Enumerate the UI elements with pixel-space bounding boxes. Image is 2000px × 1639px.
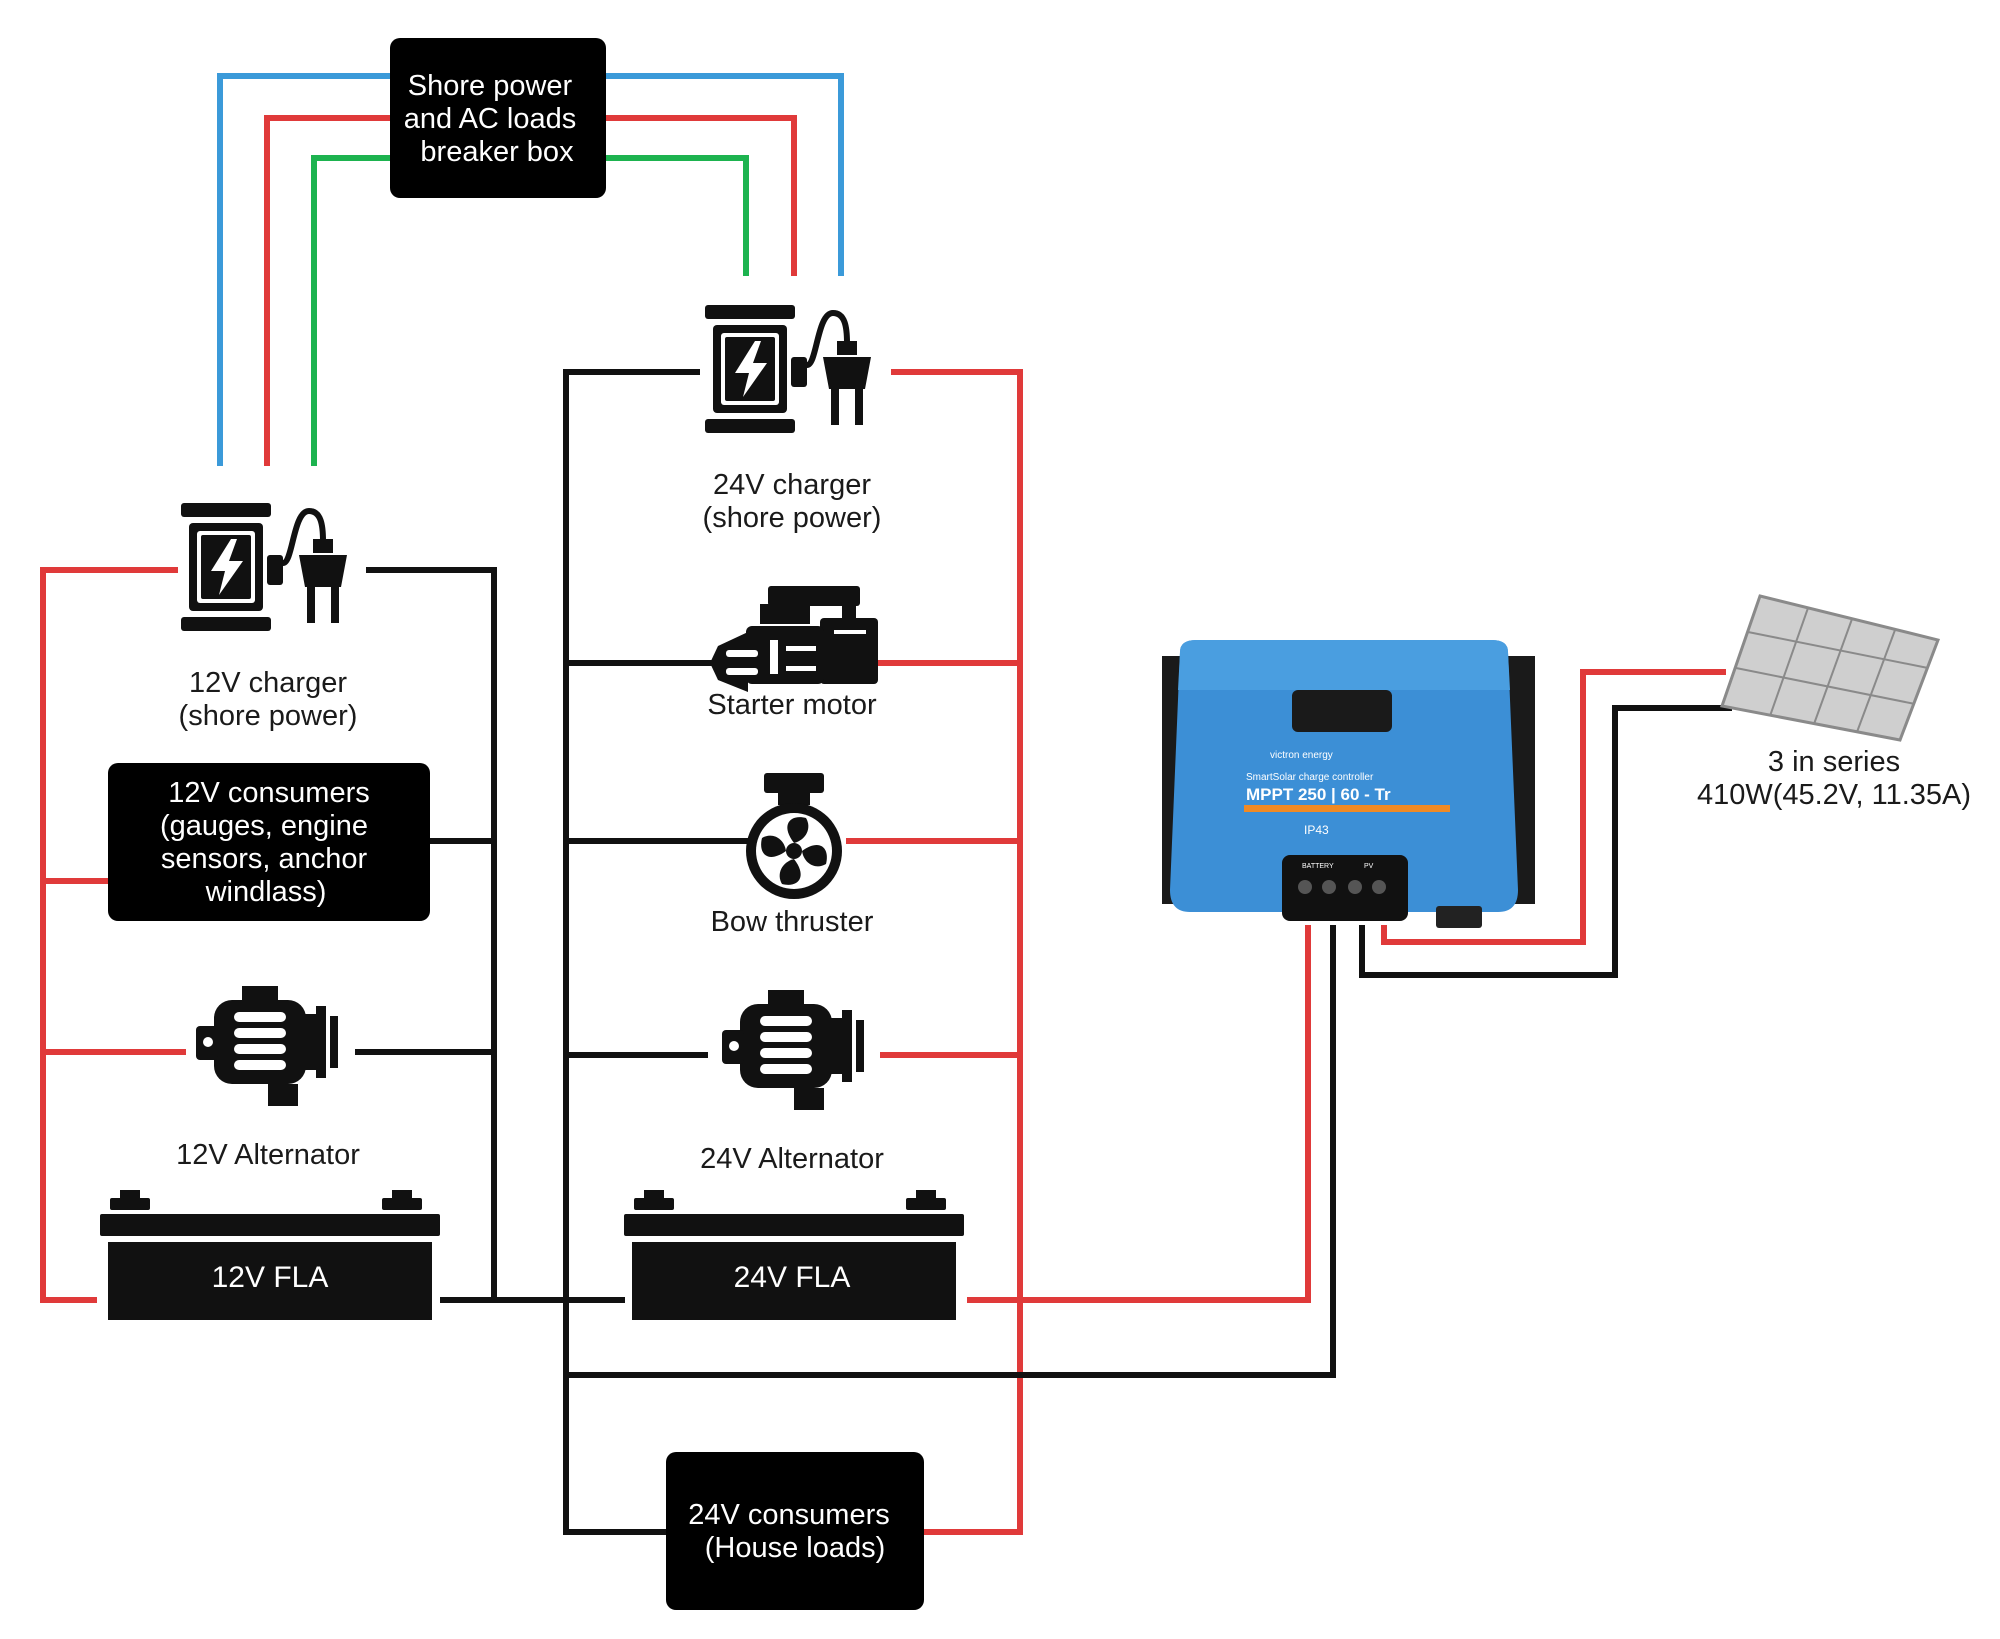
battery-charger-plug-icon (181, 503, 347, 631)
ac-wire-red-left (264, 115, 390, 466)
battery-24v: 24V FLA (624, 1190, 964, 1320)
controller-rating: IP43 (1304, 823, 1329, 837)
fan-icon (746, 773, 842, 899)
ac-wire-green-right (606, 155, 749, 276)
battery-12v-label: 12V FLA (212, 1261, 329, 1294)
alternator-12v-label: 12V Alternator (176, 1139, 360, 1171)
battery-icon (624, 1190, 964, 1320)
solar-panel: 3 in series 410W(45.2V, 11.35A) (1697, 594, 1971, 811)
ac-wire-blue-left (217, 73, 390, 466)
ac-wire-red-right (606, 115, 797, 276)
mppt-controller: victron energy SmartSolar charge control… (1162, 640, 1535, 928)
charger-12v-label-2: (shore power) (179, 700, 358, 732)
pv-wire-negative (1359, 705, 1732, 978)
consumers-12v-box: 12V consumers (gauges, engine sensors, a… (108, 763, 430, 921)
bow-thruster: Bow thruster (711, 773, 874, 938)
alternator-24v-label: 24V Alternator (700, 1143, 884, 1175)
charger-24v: 24V charger (shore power) (703, 305, 882, 534)
solar-panel-label-1: 3 in series (1768, 746, 1900, 778)
starter-motor-label: Starter motor (707, 689, 877, 721)
consumers-12v-line-3: sensors, anchor (161, 843, 368, 875)
consumers-24v-line-1: 24V consumers (688, 1499, 890, 1531)
alternator-icon (722, 990, 864, 1110)
shore-power-line-3: breaker box (420, 136, 574, 168)
pv-wires (1359, 669, 1732, 978)
ac-wires (217, 73, 844, 466)
consumers-24v-line-2: (House loads) (705, 1532, 886, 1564)
charger-12v-label-1: 12V charger (189, 667, 347, 699)
charger-24v-label-1: 24V charger (713, 469, 871, 501)
alternator-icon (196, 986, 338, 1106)
battery-12v: 12V FLA (100, 1190, 440, 1320)
shore-power-line-1: Shore power (408, 70, 573, 102)
controller-model: MPPT 250 | 60 - Tr (1246, 785, 1391, 804)
solar-panel-icon (1720, 594, 1941, 742)
controller-battery-label: BATTERY (1302, 863, 1334, 870)
ac-wire-green-left (311, 155, 390, 466)
bow-thruster-label: Bow thruster (711, 906, 874, 938)
charger-12v: 12V charger (shore power) (179, 503, 358, 732)
shore-power-line-2: and AC loads (404, 103, 577, 135)
consumers-24v-box: 24V consumers (House loads) (666, 1452, 924, 1610)
alternator-24v: 24V Alternator (700, 990, 884, 1175)
starter-motor-icon (710, 586, 878, 692)
bus-24v-negative (494, 369, 1336, 1535)
alternator-12v: 12V Alternator (176, 986, 360, 1171)
bus-12v-positive (40, 567, 186, 1303)
starter-motor: Starter motor (707, 586, 878, 721)
consumers-12v-line-4: windlass) (205, 876, 327, 908)
consumers-12v-line-1: 12V consumers (168, 777, 370, 809)
ac-wire-blue-right (606, 73, 844, 276)
bus-12v-negative (355, 567, 497, 1303)
bus-24v-positive (846, 369, 1311, 1535)
shore-power-box: Shore power and AC loads breaker box (390, 38, 606, 198)
consumers-12v-line-2: (gauges, engine (160, 810, 368, 842)
battery-charger-plug-icon (705, 305, 871, 433)
solar-panel-label-2: 410W(45.2V, 11.35A) (1697, 779, 1971, 811)
controller-pv-label: PV (1364, 863, 1374, 870)
controller-brand: victron energy (1270, 750, 1333, 761)
controller-subtitle: SmartSolar charge controller (1246, 772, 1374, 783)
charger-24v-label-2: (shore power) (703, 502, 882, 534)
battery-24v-label: 24V FLA (734, 1261, 851, 1294)
pv-wire-positive (1381, 669, 1726, 945)
battery-icon (100, 1190, 440, 1320)
